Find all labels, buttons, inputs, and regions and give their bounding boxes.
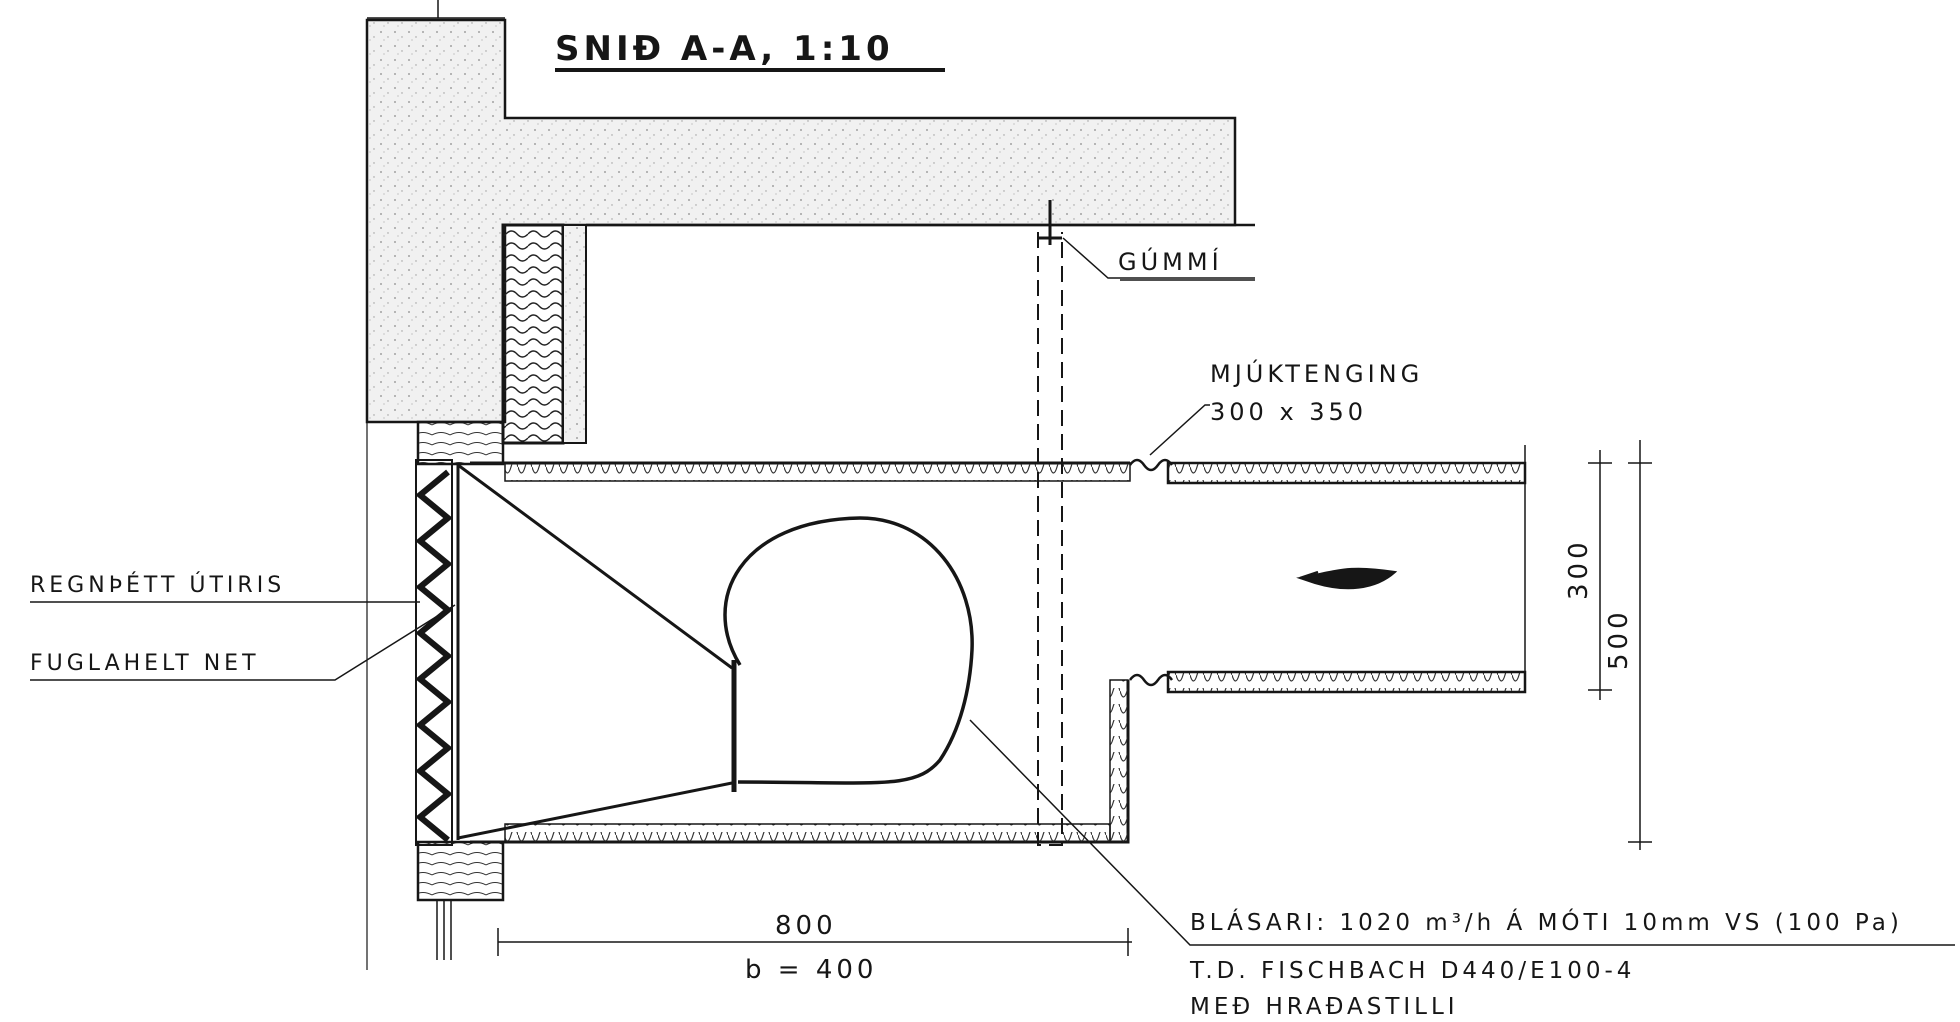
dim-300-text: 300	[1564, 538, 1594, 600]
label-fuglahelt: FUGLAHELT NET	[30, 651, 260, 676]
drip-lines	[436, 900, 452, 960]
box-lining-top	[504, 462, 1131, 482]
mjuktenging-leader	[1149, 404, 1210, 456]
wood-frame-bottom	[416, 840, 505, 902]
label-blasari-line1: BLÁSARI: 1020 m³/h Á MÓTI 10mm VS (100 P…	[1190, 908, 1903, 936]
label-gummi: GÚMMÍ	[1118, 246, 1223, 276]
blasari-leader	[969, 719, 1955, 946]
box-lining-bottom	[504, 823, 1111, 843]
gummi-leader	[1062, 237, 1255, 279]
dim-500-line	[1628, 440, 1652, 850]
wood-frame-top	[416, 420, 505, 466]
label-blasari-line3: MEÐ HRAÐASTILLI	[1190, 994, 1459, 1020]
duct-top-wall	[1166, 461, 1527, 485]
access-panel	[1037, 232, 1063, 846]
label-mjuktenging: MJÚKTENGING	[1210, 358, 1423, 388]
label-regnthett: REGNÞÉTT ÚTIRIS	[30, 572, 285, 598]
flex-connection-bottom	[1128, 673, 1174, 687]
airflow-arrow-shaft	[1299, 570, 1319, 580]
label-mjuktenging-size: 300 x 350	[1210, 398, 1367, 426]
dim-300-line	[1588, 450, 1612, 700]
fan-box-outline	[470, 461, 1130, 844]
insulation-facing	[562, 224, 587, 444]
concrete-wall	[365, 18, 1237, 424]
dim-800-text: 800	[775, 911, 837, 941]
airflow-arrow	[1296, 567, 1398, 590]
fan-scroll	[723, 516, 974, 785]
inlet-cone	[457, 463, 733, 840]
louvre-frame	[415, 459, 453, 846]
rain-louvre	[415, 469, 453, 843]
dim-width-line	[497, 928, 1132, 956]
fuglahelt-leader	[30, 604, 456, 681]
duct-bottom-wall	[1166, 670, 1527, 694]
drawing-title: SNIÐ A-A, 1:10	[555, 29, 894, 69]
gummi-seal	[1038, 200, 1062, 245]
flex-connection-top	[1128, 458, 1174, 472]
dim-b-text: b = 400	[745, 955, 877, 985]
top-dimension-ticks	[367, 0, 505, 19]
insulation-strip	[501, 223, 565, 445]
box-lining-right	[1109, 679, 1129, 843]
dim-500-text: 500	[1604, 608, 1634, 670]
label-blasari-line2: T.D. FISCHBACH D440/E100-4	[1189, 958, 1635, 984]
